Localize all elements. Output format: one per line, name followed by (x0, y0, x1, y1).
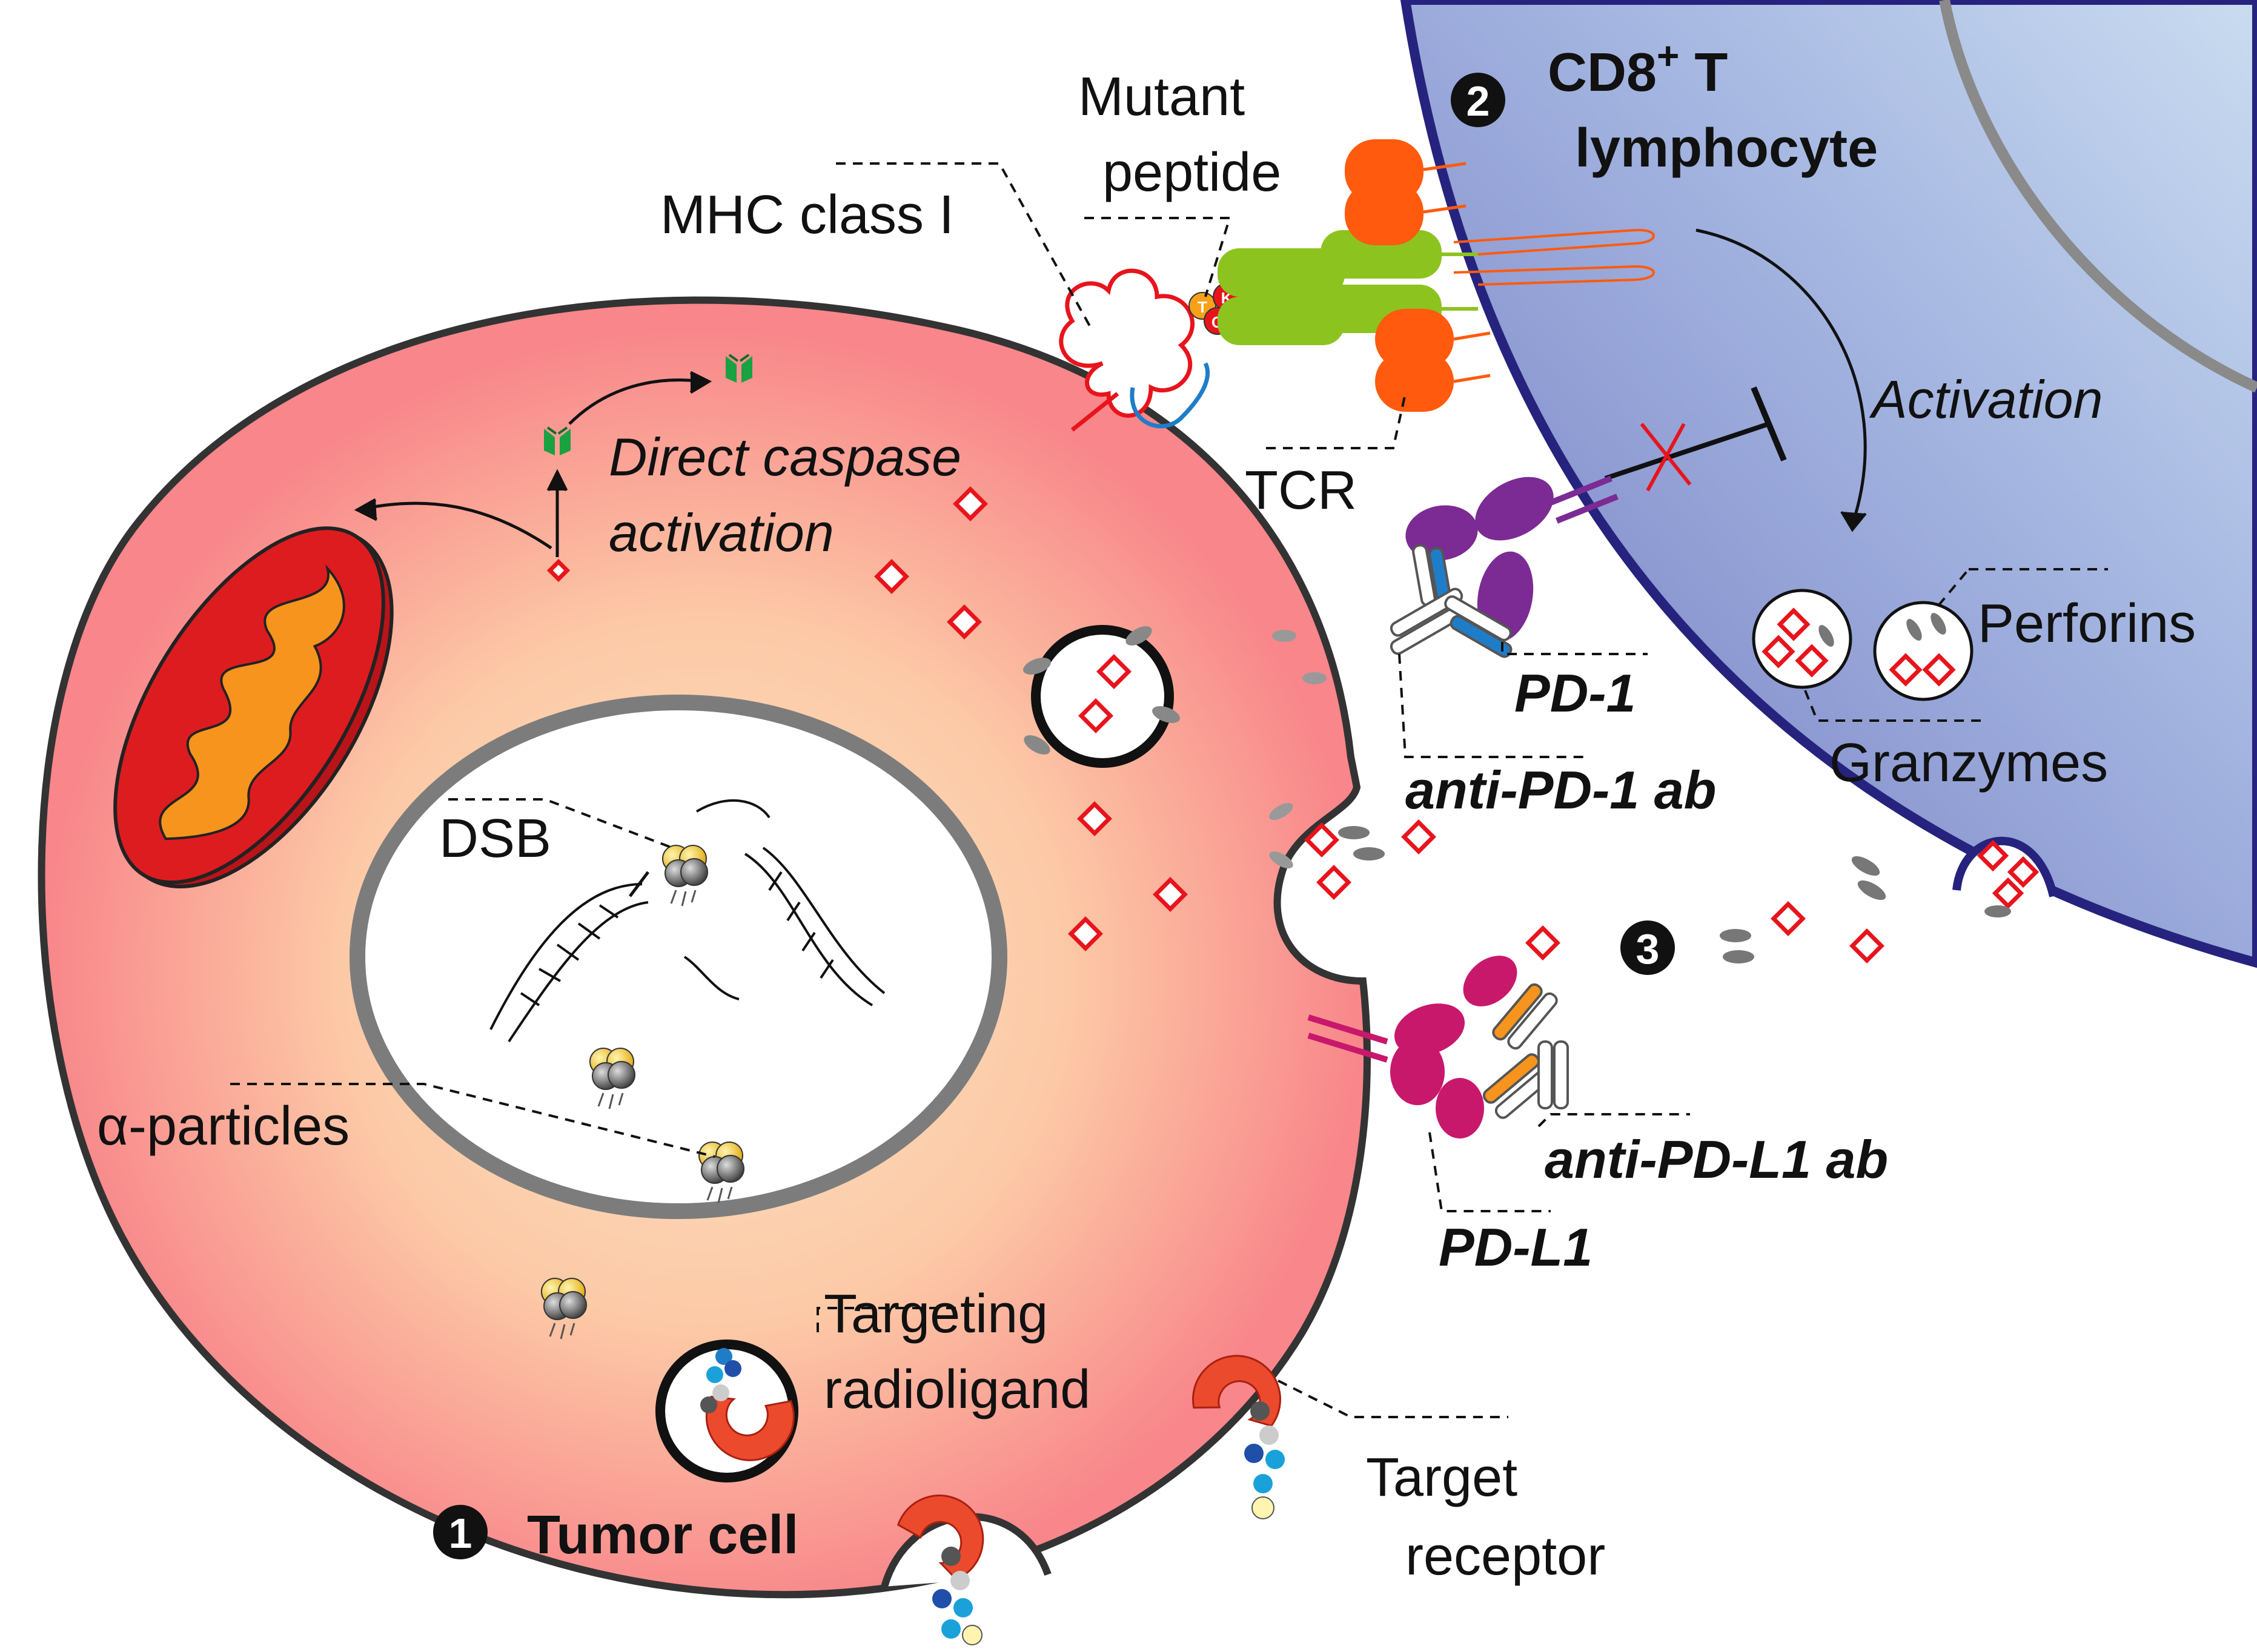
granzymes-scatter (874, 486, 1886, 963)
mhc-class-i (1059, 268, 1210, 432)
mitochondrion-icon (113, 526, 394, 888)
marker-2: 2 (1451, 73, 1505, 127)
marker-1: 1 (433, 1505, 488, 1559)
label-radioligand: radioligand (824, 1360, 1090, 1420)
label-dsb: DSB (439, 808, 551, 869)
label-activation-2: activation (609, 503, 834, 563)
label-mutant-line2: peptide (1102, 142, 1281, 203)
label-alpha-particles: α-particles (97, 1096, 350, 1157)
leader-lines (230, 162, 2108, 1418)
tcr-signal (1453, 228, 1655, 286)
label-perforins: Perforins (1978, 593, 2196, 654)
label-receptor: receptor (1405, 1526, 1605, 1587)
label-lymphocyte: lymphocyte (1575, 118, 1878, 179)
label-mhc-class-i: MHC class I (660, 185, 954, 245)
cd8-coreceptor (1218, 230, 1478, 345)
label-pd-l1: PD-L1 (1439, 1217, 1592, 1277)
pd1-inhibition-blocked (1604, 386, 1787, 492)
marker-2-number: 2 (1467, 78, 1490, 125)
marker-3-number: 3 (1636, 925, 1660, 973)
label-activation: Activation (1869, 369, 2103, 429)
vesicle-icon (1023, 625, 1180, 768)
label-anti-pd1-ab: anti-PD-1 ab (1405, 760, 1716, 820)
label-pd1: PD-1 (1514, 663, 1636, 723)
label-tcr: TCR (1245, 460, 1357, 521)
label-cd8-t-cell: CD8+ T (1548, 34, 1728, 103)
antibody-icon (1482, 983, 1569, 1119)
marker-3: 3 (1620, 920, 1675, 975)
receptor-icon (1180, 1343, 1291, 1519)
pd-l1-ligand (1307, 956, 1517, 1138)
t-lymphocyte-cell (1400, 0, 2257, 968)
label-anti-pd-l1-ab: anti-PD-L1 ab (1545, 1129, 1888, 1189)
label-targeting: Targeting (824, 1284, 1048, 1344)
caspase-activation-arrows (354, 371, 712, 557)
dna-helix-icon (489, 799, 886, 1043)
activation-arrow (1695, 228, 1867, 532)
tcr-receptor (1345, 139, 1491, 412)
granzyme-icon (546, 558, 571, 583)
t-cell-granules (1752, 589, 1974, 701)
label-direct-caspase: Direct caspase (609, 427, 961, 487)
peptide-letter: T (1198, 298, 1207, 316)
t-cell-secretion-pocket (1952, 836, 2058, 917)
marker-1-number: 1 (449, 1510, 472, 1557)
label-tumor-cell: Tumor cell (527, 1505, 798, 1565)
radioligand-vesicle (655, 1340, 810, 1482)
membrane-pore (1269, 630, 1327, 868)
antibody-icon (1390, 544, 1513, 658)
label-granzymes: Granzymes (1829, 733, 2108, 793)
label-target: Target (1366, 1447, 1517, 1508)
label-mutant-line1: Mutant (1078, 67, 1245, 127)
receptor-icon (889, 1487, 991, 1645)
nucleus (350, 695, 1007, 1219)
